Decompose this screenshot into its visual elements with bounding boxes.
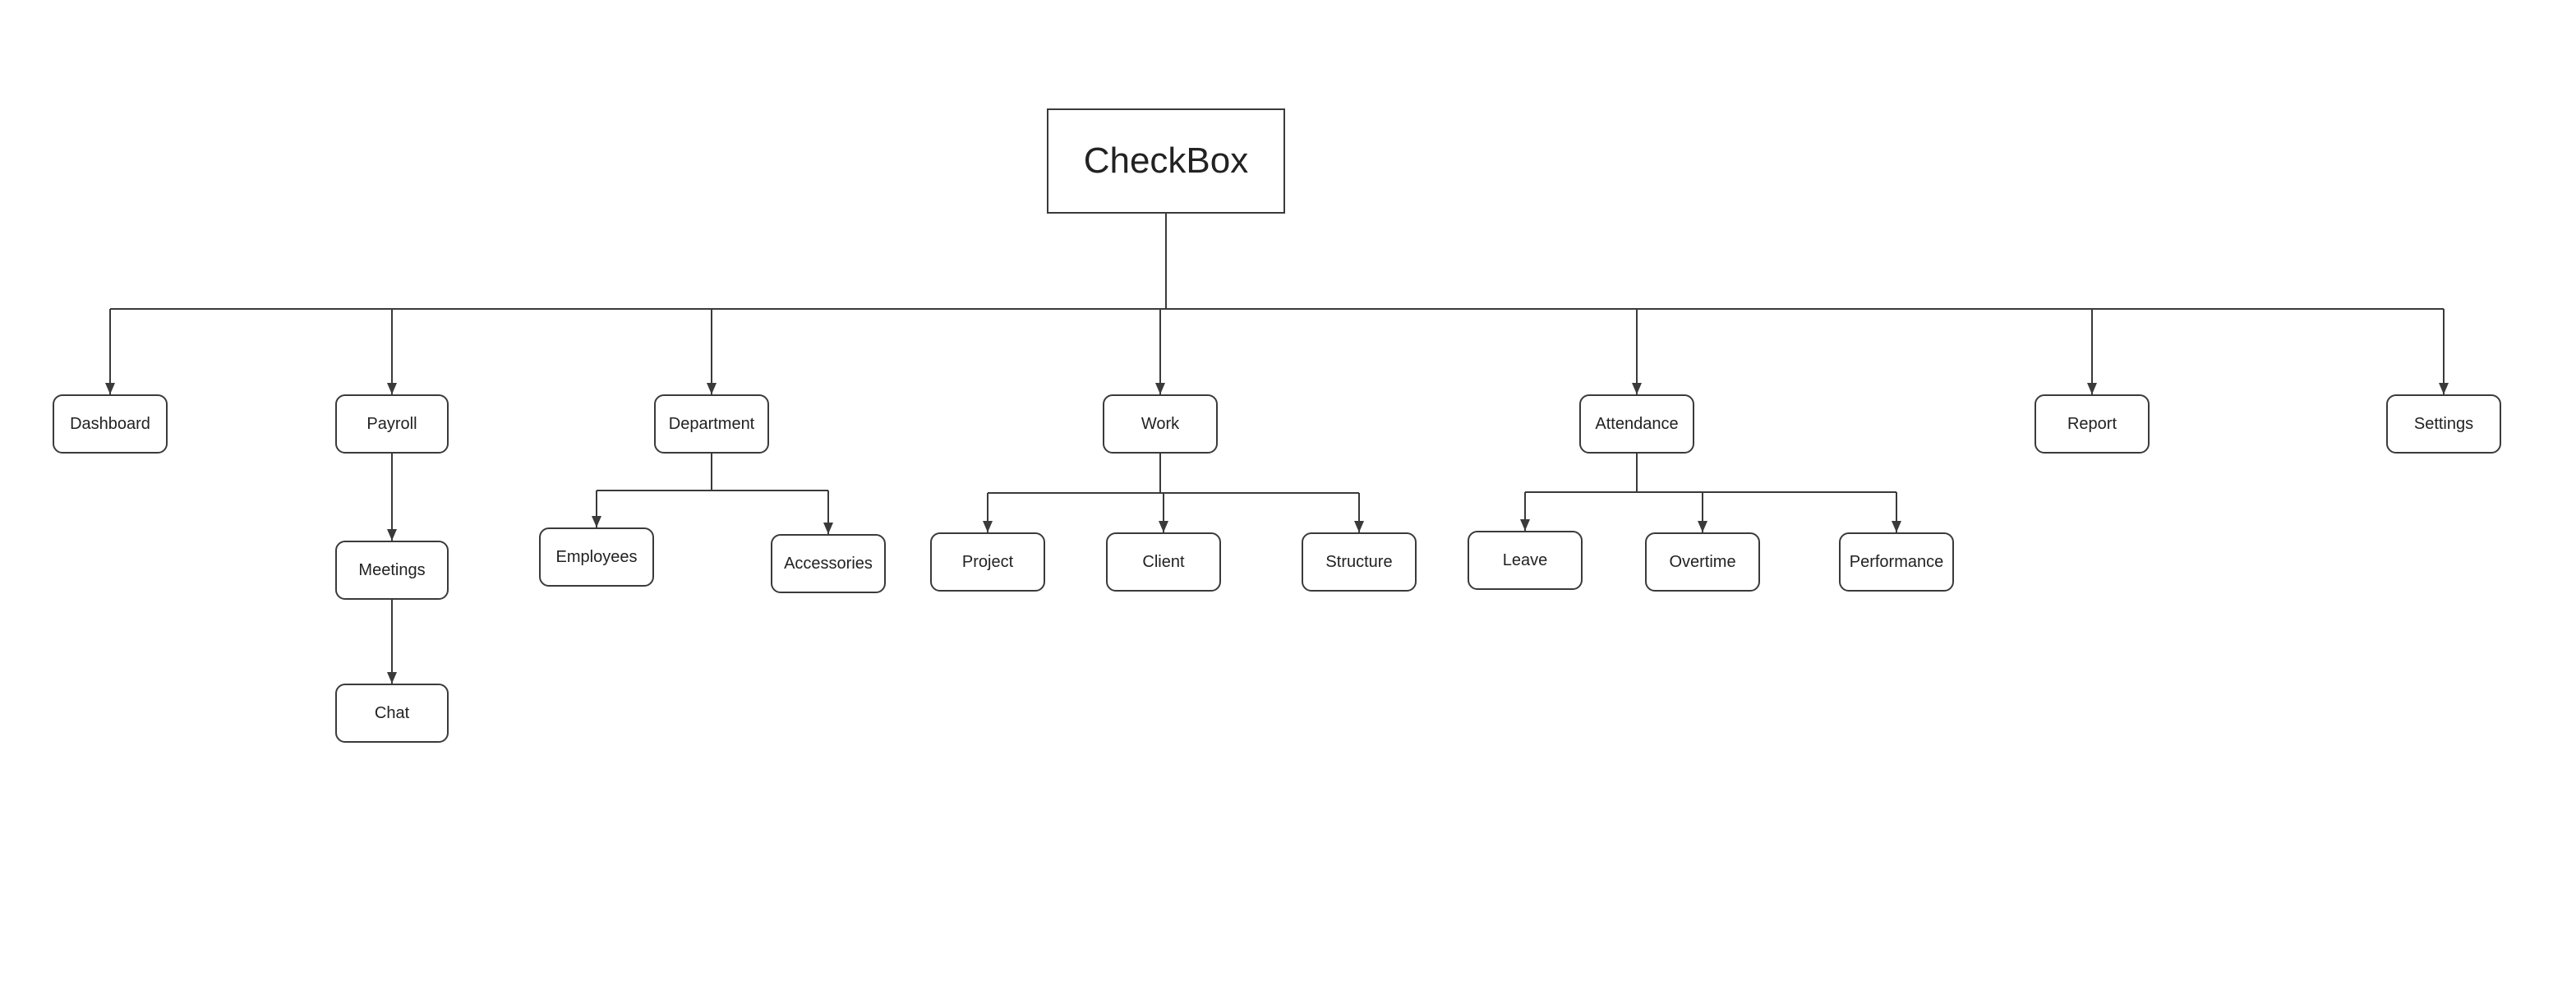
node-meetings: Meetings bbox=[335, 541, 449, 600]
arrowhead bbox=[2439, 383, 2449, 394]
arrowhead bbox=[1632, 383, 1642, 394]
node-performance: Performance bbox=[1839, 532, 1954, 592]
arrowhead bbox=[823, 523, 833, 534]
arrowhead bbox=[1155, 383, 1165, 394]
node-client: Client bbox=[1106, 532, 1221, 592]
arrowhead bbox=[1159, 521, 1168, 532]
arrowhead bbox=[387, 529, 397, 541]
node-accessories: Accessories bbox=[771, 534, 886, 593]
node-settings: Settings bbox=[2386, 394, 2501, 454]
arrowhead bbox=[592, 516, 601, 527]
arrowhead bbox=[1698, 521, 1707, 532]
node-attendance: Attendance bbox=[1579, 394, 1694, 454]
node-employees: Employees bbox=[539, 527, 654, 587]
node-leave: Leave bbox=[1468, 531, 1583, 590]
root-node-checkbox: CheckBox bbox=[1047, 108, 1285, 214]
node-payroll: Payroll bbox=[335, 394, 449, 454]
arrowhead bbox=[983, 521, 993, 532]
node-overtime: Overtime bbox=[1645, 532, 1760, 592]
arrowhead bbox=[387, 383, 397, 394]
arrowhead bbox=[105, 383, 115, 394]
node-dashboard: Dashboard bbox=[53, 394, 168, 454]
node-work: Work bbox=[1103, 394, 1218, 454]
node-report: Report bbox=[2035, 394, 2150, 454]
arrowhead bbox=[1892, 521, 1901, 532]
node-structure: Structure bbox=[1302, 532, 1417, 592]
arrowhead bbox=[387, 672, 397, 684]
arrowhead bbox=[2087, 383, 2097, 394]
node-department: Department bbox=[654, 394, 769, 454]
node-chat: Chat bbox=[335, 684, 449, 743]
arrowhead bbox=[1520, 519, 1530, 531]
arrowhead bbox=[1354, 521, 1364, 532]
arrowhead bbox=[707, 383, 717, 394]
node-project: Project bbox=[930, 532, 1045, 592]
